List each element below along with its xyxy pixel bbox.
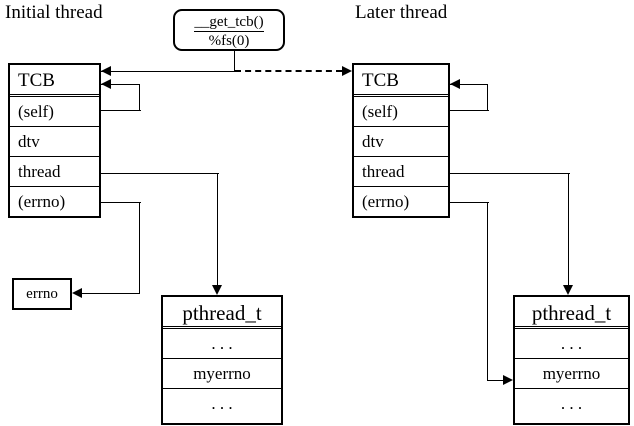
title-later-thread: Later thread <box>355 2 448 23</box>
initial-errno-to-global-horizontal-in <box>82 293 140 294</box>
pthread-later-header: pthread_t <box>515 297 628 329</box>
get-tcb-callout: __get_tcb() %fs(0) <box>173 9 285 51</box>
pthread-later-struct: pthread_t . . . myerrno . . . <box>513 295 630 425</box>
get-tcb-to-later-tcb-dashed-line <box>235 70 342 72</box>
pthread-initial-row-myerrno: myerrno <box>163 359 281 389</box>
errno-global-box: errno <box>12 278 72 310</box>
initial-thread-to-pthread-arrowhead <box>212 285 222 295</box>
pthread-later-row-ellipsis-bottom: . . . <box>560 394 583 413</box>
tcb-initial-row-dtv: dtv <box>10 127 99 157</box>
tcb-later-struct: TCB (self) dtv thread (errno) <box>352 63 450 218</box>
initial-self-pointer-horizontal-in <box>101 84 140 85</box>
pthread-initial-row-ellipsis-bottom: . . . <box>211 394 233 413</box>
tcb-later-header: TCB <box>354 65 448 97</box>
initial-self-pointer-horizontal-out <box>101 110 141 111</box>
callout-stem-connector <box>234 51 235 71</box>
tcb-later-row-thread: thread <box>354 157 448 187</box>
fs-register-label: %fs(0) <box>208 33 250 49</box>
later-self-pointer-vertical <box>487 84 488 111</box>
later-errno-to-myerrno-horizontal-in <box>487 380 505 381</box>
initial-errno-to-global-arrowhead <box>72 288 82 298</box>
later-self-pointer-horizontal-out <box>450 110 489 111</box>
pthread-later-row-ellipsis-top: . . . <box>515 329 628 359</box>
initial-errno-to-global-vertical <box>139 202 140 294</box>
pthread-initial-row-ellipsis-top: . . . <box>163 329 281 359</box>
get-tcb-function-label: __get_tcb() <box>194 14 264 32</box>
tcb-initial-row-self: (self) <box>10 97 99 127</box>
initial-thread-to-pthread-vertical <box>217 173 218 285</box>
later-errno-to-myerrno-arrowhead <box>503 375 513 385</box>
get-tcb-to-initial-tcb-line <box>101 71 235 72</box>
pthread-initial-header: pthread_t <box>163 297 281 329</box>
get-tcb-to-later-tcb-arrowhead <box>342 66 352 76</box>
initial-errno-to-global-horizontal-out <box>101 202 141 203</box>
later-self-pointer-horizontal-in <box>450 84 488 85</box>
later-self-pointer-arrowhead <box>450 79 460 89</box>
later-thread-to-pthread-horizontal <box>450 173 570 174</box>
tcb-later-row-dtv: dtv <box>354 127 448 157</box>
tcb-initial-row-thread: thread <box>10 157 99 187</box>
pthread-later-row-myerrno: myerrno <box>515 359 628 389</box>
tcb-initial-header: TCB <box>10 65 99 97</box>
later-errno-to-myerrno-vertical <box>487 202 488 381</box>
initial-thread-to-pthread-horizontal <box>101 173 219 174</box>
tcb-initial-struct: TCB (self) dtv thread (errno) <box>8 63 101 218</box>
initial-self-pointer-arrowhead <box>101 79 111 89</box>
tcb-later-row-self: (self) <box>354 97 448 127</box>
later-thread-to-pthread-vertical <box>568 173 569 285</box>
later-thread-to-pthread-arrowhead <box>563 285 573 295</box>
pthread-initial-struct: pthread_t . . . myerrno . . . <box>161 295 283 425</box>
initial-self-pointer-vertical <box>139 84 140 111</box>
tcb-initial-row-errno: (errno) <box>18 192 66 211</box>
get-tcb-to-initial-tcb-arrowhead <box>101 66 111 76</box>
title-initial-thread: Initial thread <box>5 2 103 23</box>
tcb-later-row-errno: (errno) <box>362 192 410 211</box>
later-errno-to-myerrno-horizontal-out <box>450 202 489 203</box>
